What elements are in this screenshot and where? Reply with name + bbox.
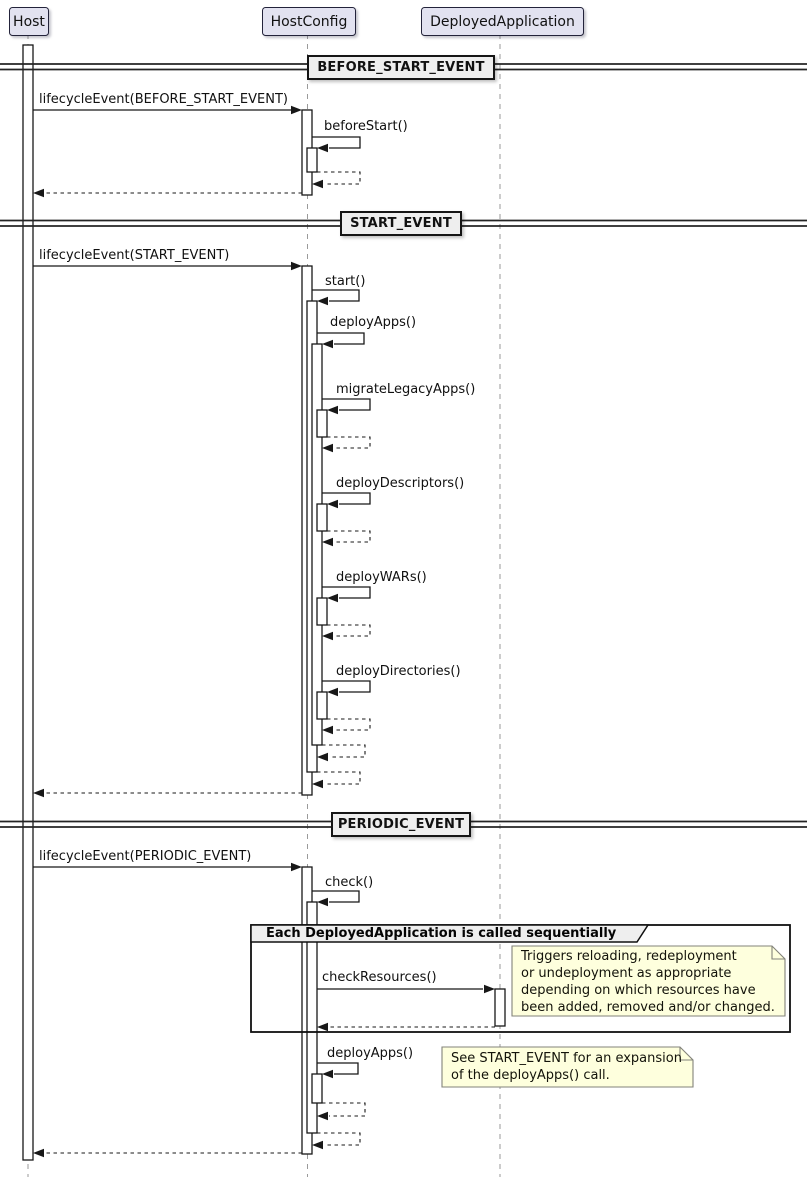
message-label-migrate-legacy-apps: migrateLegacyApps() bbox=[336, 382, 476, 397]
note-line: depending on which resources have bbox=[521, 983, 756, 998]
message-label-start: start() bbox=[325, 274, 366, 289]
message-label-deploy-apps: deployApps() bbox=[330, 315, 417, 330]
message-label-deploy-directories: deployDirectories() bbox=[336, 664, 461, 679]
participant-hostconfig-label: HostConfig bbox=[270, 13, 348, 30]
message-label-lifecycle-start: lifecycleEvent(START_EVENT) bbox=[39, 248, 230, 263]
message-label-lifecycle-before-start: lifecycleEvent(BEFORE_START_EVENT) bbox=[39, 92, 288, 107]
lifelines bbox=[27, 34, 501, 1177]
message-label-before-start: beforeStart() bbox=[324, 119, 408, 134]
divider-lines bbox=[0, 63, 807, 828]
participant-host-label: Host bbox=[13, 13, 45, 30]
note-line: or undeployment as appropriate bbox=[521, 966, 732, 981]
divider-before-start-event: BEFORE_START_EVENT bbox=[307, 55, 495, 80]
divider-start-event-label: START_EVENT bbox=[350, 216, 452, 231]
divider-periodic-event: PERIODIC_EVENT bbox=[331, 812, 471, 837]
participant-hostconfig: HostConfig bbox=[262, 7, 356, 36]
note-line: See START_EVENT for an expansion bbox=[451, 1051, 682, 1066]
messages-periodic bbox=[33, 862, 495, 1158]
note-check-resources bbox=[511, 945, 786, 1017]
note-line: of the deployApps() call. bbox=[451, 1068, 610, 1083]
activation-bars bbox=[301, 109, 506, 1155]
divider-periodic-event-label: PERIODIC_EVENT bbox=[337, 817, 465, 832]
messages-before-start bbox=[33, 105, 361, 198]
message-label-lifecycle-periodic: lifecycleEvent(PERIODIC_EVENT) bbox=[39, 849, 252, 864]
messages-start bbox=[33, 261, 371, 798]
divider-start-event: START_EVENT bbox=[340, 211, 462, 236]
message-label-check-resources: checkResources() bbox=[322, 970, 437, 985]
message-label-deploy-apps-periodic: deployApps() bbox=[327, 1046, 414, 1061]
message-label-deploy-descriptors: deployDescriptors() bbox=[336, 476, 465, 491]
note-line: Triggers reloading, redeployment bbox=[521, 949, 737, 964]
note-deploy-apps-text: See START_EVENT for an expansion of the … bbox=[451, 1050, 682, 1084]
group-frame bbox=[250, 924, 791, 1033]
note-check-resources-text: Triggers reloading, redeployment or unde… bbox=[521, 948, 775, 1016]
host-activation-bar bbox=[22, 44, 34, 1161]
divider-before-start-event-label: BEFORE_START_EVENT bbox=[317, 60, 485, 75]
participant-deployedapplication-label: DeployedApplication bbox=[430, 13, 575, 30]
participant-deployedapplication: DeployedApplication bbox=[421, 7, 584, 36]
group-title: Each DeployedApplication is called seque… bbox=[266, 926, 617, 941]
note-deploy-apps bbox=[441, 1046, 694, 1088]
message-label-check: check() bbox=[325, 875, 374, 890]
message-label-deploy-wars: deployWARs() bbox=[336, 570, 427, 585]
participant-host: Host bbox=[9, 7, 49, 36]
note-line: been added, removed and/or changed. bbox=[521, 1000, 775, 1015]
